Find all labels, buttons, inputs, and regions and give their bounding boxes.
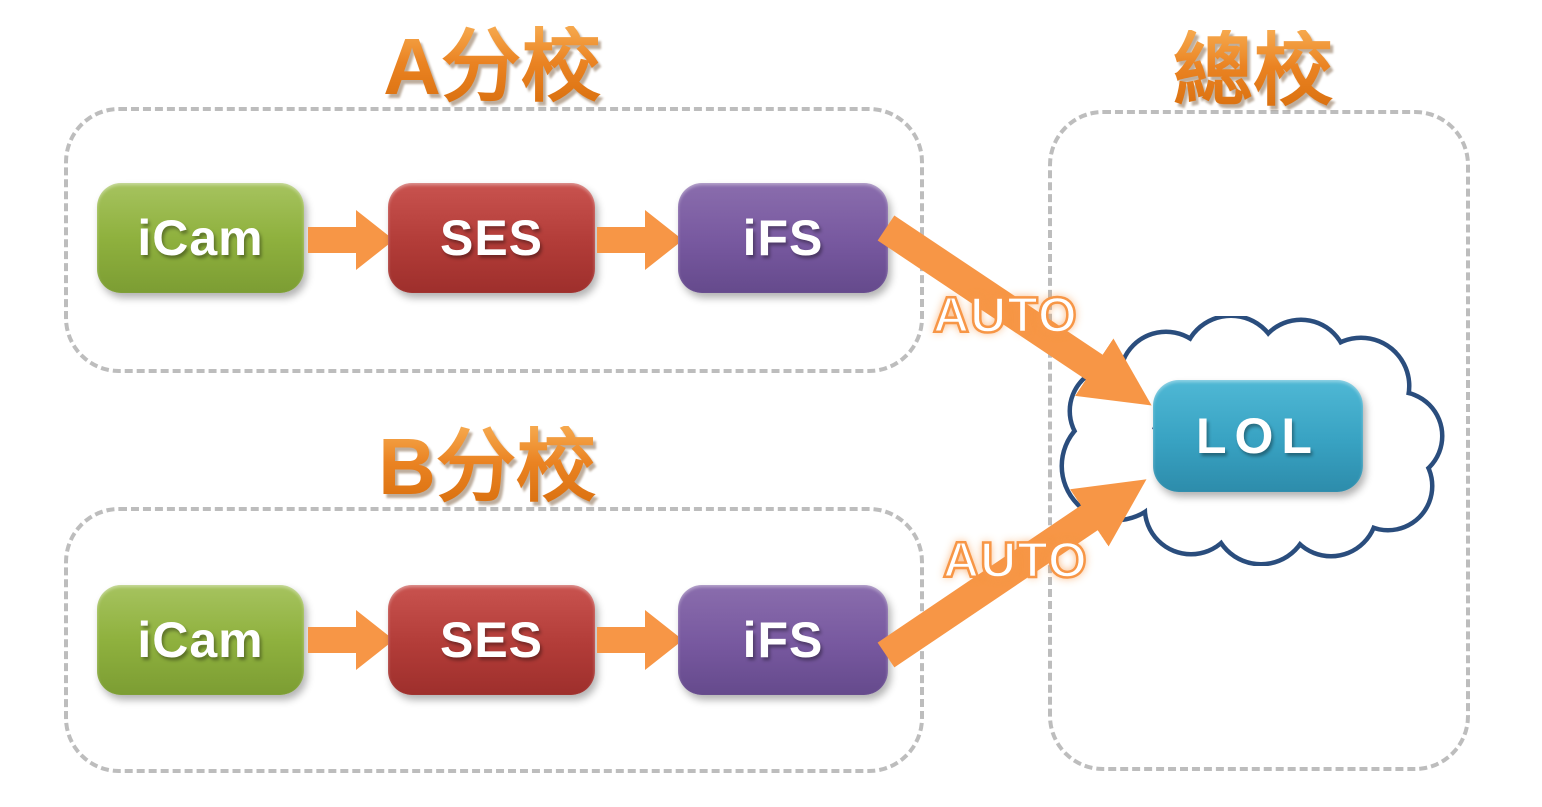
node-icam-b-label: iCam bbox=[137, 612, 264, 668]
node-icam-a: iCam bbox=[97, 183, 304, 293]
node-ses-b: SES bbox=[388, 585, 595, 695]
node-ifs-a-label: iFS bbox=[742, 210, 824, 266]
node-icam-a-label: iCam bbox=[137, 210, 264, 266]
arrow-right-icon bbox=[597, 210, 683, 270]
node-lol: LOL bbox=[1153, 380, 1363, 492]
node-ses-b-label: SES bbox=[439, 612, 544, 668]
node-ses-a-label: SES bbox=[439, 210, 544, 266]
node-ifs-b-label: iFS bbox=[742, 612, 824, 668]
node-icam-b: iCam bbox=[97, 585, 304, 695]
arrow-right-icon bbox=[308, 610, 394, 670]
branch-a-group: iCam SES iFS bbox=[64, 107, 924, 373]
branch-b-group: iCam SES iFS bbox=[64, 507, 924, 773]
node-lol-label: LOL bbox=[1196, 408, 1320, 464]
hq-group bbox=[1048, 110, 1470, 771]
auto-label-b: AUTO bbox=[942, 531, 1088, 590]
node-ses-a: SES bbox=[388, 183, 595, 293]
hq-title: 總校 bbox=[1153, 30, 1353, 112]
branch-a-title: A分校 bbox=[363, 26, 621, 108]
arrow-right-icon bbox=[308, 210, 394, 270]
node-ifs-a: iFS bbox=[678, 183, 888, 293]
node-ifs-b: iFS bbox=[678, 585, 888, 695]
branch-b-title: B分校 bbox=[358, 426, 616, 508]
auto-label-a: AUTO bbox=[932, 286, 1078, 345]
arrow-right-icon bbox=[597, 610, 683, 670]
